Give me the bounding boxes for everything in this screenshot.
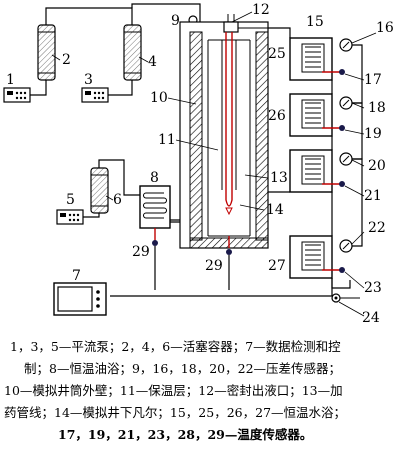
leader-lines (51, 11, 377, 317)
label-18: 18 (368, 100, 386, 116)
label-2: 2 (62, 52, 71, 68)
caption-line-3: 10—模拟井筒外壁；11—保温层；12—密封出液口；13—加 (4, 383, 343, 398)
label-20: 20 (368, 158, 386, 174)
label-7: 7 (72, 268, 81, 284)
caption-line-5: 17，19，21，23，28，29—温度传感器。 (58, 427, 313, 442)
label-4: 4 (148, 54, 157, 70)
figure-caption: 1，3，5—平流泵；2，4，6—活塞容器；7—数据检测和控 制；8—恒温油浴；9… (0, 336, 400, 446)
water-bath-15b (289, 149, 353, 193)
sensor-24 (331, 293, 360, 303)
label-8: 8 (150, 170, 159, 186)
label-19: 19 (364, 126, 382, 142)
simulated-wellbore (179, 14, 290, 255)
caption-line-1: 1，3，5—平流泵；2，4，6—活塞容器；7—数据检测和控 (10, 339, 341, 354)
label-13: 13 (270, 170, 288, 186)
apparatus-diagram: 1 2 3 4 5 6 7 8 9 10 11 12 13 14 15 16 1… (3, 2, 394, 326)
caption-line-2: 制；8—恒温油浴；9，16，18，20，22—压差传感器； (24, 361, 342, 376)
label-11: 11 (158, 132, 176, 148)
label-29-well: 29 (205, 258, 223, 274)
label-15: 15 (306, 14, 324, 30)
label-29-oil: 29 (132, 244, 150, 260)
label-14: 14 (266, 202, 284, 218)
label-12: 12 (252, 2, 270, 18)
water-bath-26 (289, 93, 353, 137)
label-24: 24 (362, 310, 380, 326)
water-bath-27 (289, 235, 353, 279)
label-26: 26 (268, 108, 286, 124)
label-3: 3 (84, 72, 93, 88)
label-17: 17 (364, 72, 382, 88)
label-9: 9 (171, 13, 180, 29)
pump-3 (81, 87, 109, 103)
pipes-left (30, 3, 201, 227)
piston-container-2 (37, 24, 56, 81)
data-recorder-7 (53, 282, 107, 316)
caption-line-4: 药管线；14—模拟井下凡尔；15，25，26，27—恒温水浴； (4, 405, 347, 420)
pump-1 (3, 87, 31, 103)
component-labels: 1 2 3 4 5 6 7 8 9 10 11 12 13 14 15 16 1… (6, 2, 394, 326)
water-bath-25 (289, 37, 353, 81)
label-21: 21 (364, 188, 382, 204)
label-16: 16 (376, 20, 394, 36)
label-23: 23 (364, 280, 382, 296)
label-1: 1 (6, 72, 15, 88)
label-5: 5 (66, 192, 75, 208)
piston-container-6 (90, 167, 109, 214)
label-22: 22 (368, 220, 386, 236)
piston-container-4 (123, 24, 142, 81)
label-6: 6 (113, 192, 122, 208)
pipes-right (110, 27, 363, 297)
label-27: 27 (268, 258, 286, 274)
oil-bath-8 (139, 185, 171, 246)
label-10: 10 (150, 90, 168, 106)
pump-5 (56, 209, 84, 225)
label-25: 25 (268, 46, 286, 62)
